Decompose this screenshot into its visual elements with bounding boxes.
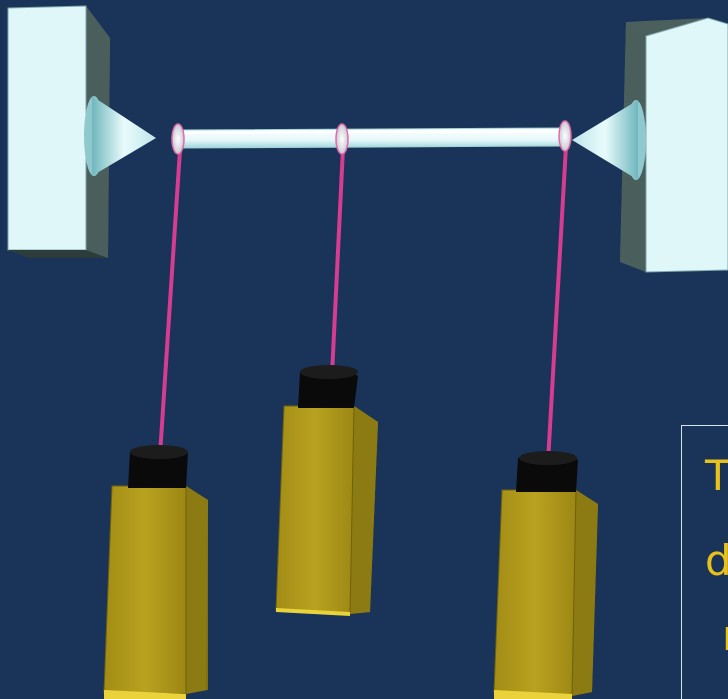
laser-beam-right <box>546 145 568 463</box>
caption-line-1: T <box>705 451 728 500</box>
camera-center <box>275 365 378 616</box>
left-electrode-tip <box>84 96 156 176</box>
camera-lens <box>298 365 358 408</box>
left-electrode <box>7 5 110 258</box>
camera-lens <box>516 451 578 492</box>
caption-line-3: r <box>722 615 728 657</box>
laser-beam-center <box>330 147 345 376</box>
point-marker-center <box>335 123 349 155</box>
camera-left <box>103 445 208 699</box>
caption-box <box>681 425 728 699</box>
laser-beam-left <box>158 149 182 456</box>
point-marker-right <box>558 120 572 152</box>
laser-beams <box>158 145 568 463</box>
filament-rod <box>175 127 569 149</box>
caption-line-2: d <box>705 536 728 585</box>
point-marker-left <box>171 123 185 155</box>
camera-right <box>493 451 598 699</box>
measurement-points <box>171 120 572 155</box>
right-electrode-tip <box>572 100 646 180</box>
camera-lens <box>128 445 188 488</box>
